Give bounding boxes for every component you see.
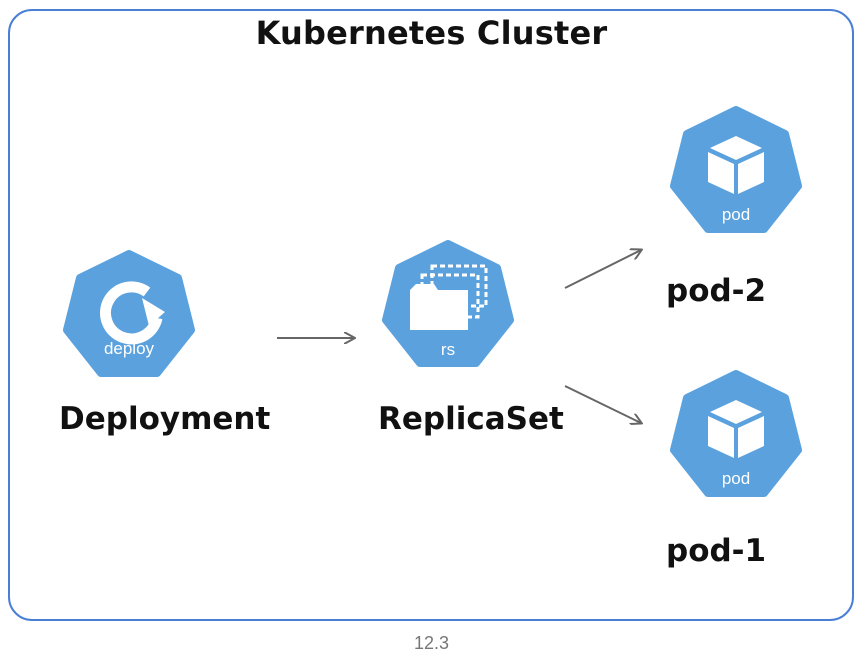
figure-number: 12.3 [413, 633, 450, 653]
pod-1-label: pod-1 [666, 533, 767, 569]
replicaset-label: ReplicaSet [378, 401, 564, 437]
replicaset-icon-label: rs [441, 340, 455, 359]
pod-2-label: pod-2 [666, 273, 767, 309]
cluster-title: Kubernetes Cluster [255, 14, 608, 52]
pod-1-icon-label: pod [722, 469, 750, 488]
cluster-frame [8, 9, 854, 621]
deploy-icon: deploy [63, 250, 195, 377]
deploy-icon-label: deploy [104, 339, 155, 358]
replicaset-icon: rs [382, 240, 514, 367]
pod-icon: pod [670, 370, 802, 497]
pod-2-icon-label: pod [722, 205, 750, 224]
pod-icon: pod [670, 106, 802, 233]
deployment-label: Deployment [59, 401, 271, 437]
